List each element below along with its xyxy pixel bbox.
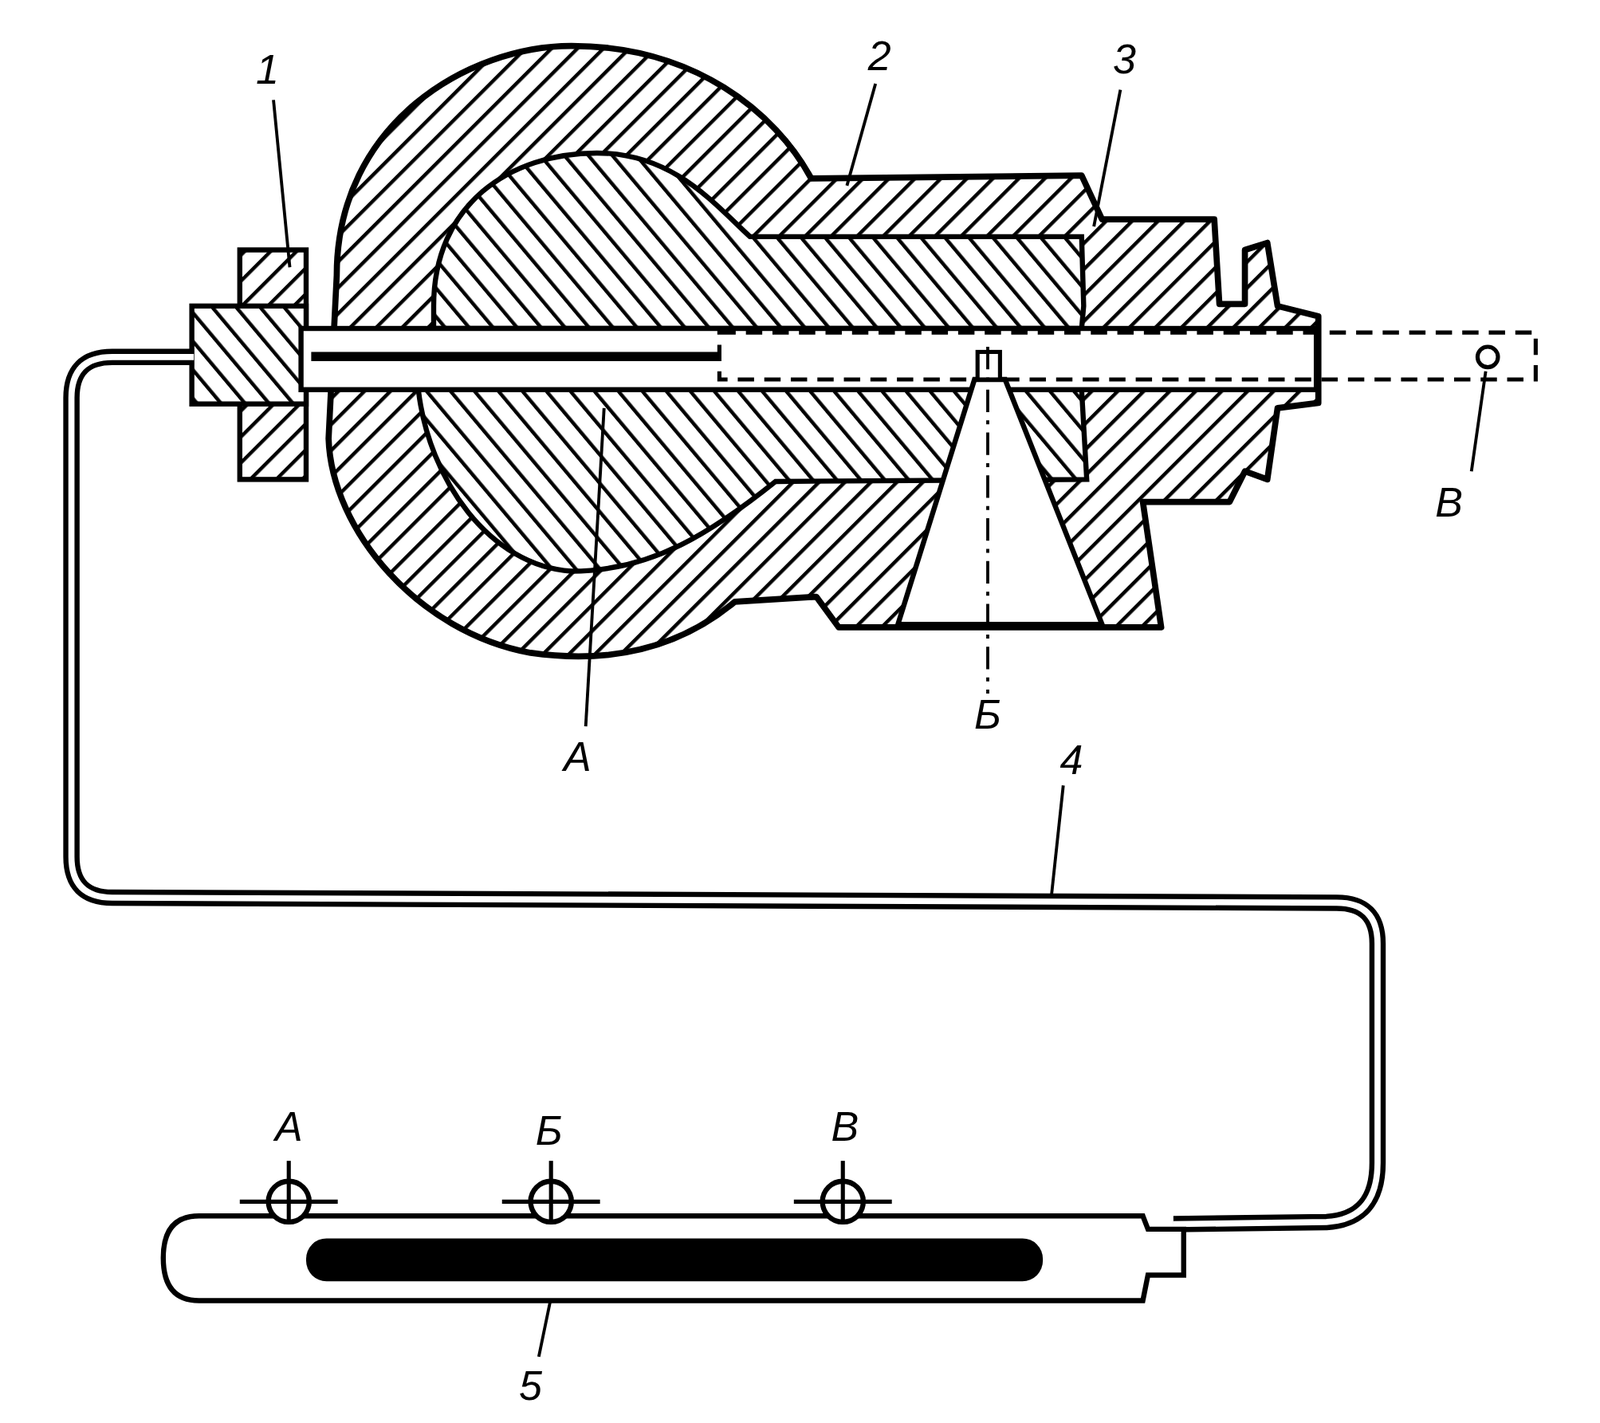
point-label: В xyxy=(830,1105,859,1148)
callout-number: 5 xyxy=(518,1364,543,1407)
shaft xyxy=(310,351,720,362)
point-label: А xyxy=(275,1105,303,1148)
callout-number: 4 xyxy=(1060,739,1084,781)
callout-number: 3 xyxy=(1112,38,1137,80)
leader-line xyxy=(273,99,290,268)
point-label: Б xyxy=(535,1109,563,1152)
leader-line xyxy=(846,83,876,186)
leader-line xyxy=(585,408,605,727)
cone xyxy=(897,379,1102,625)
point-marker xyxy=(502,1160,601,1224)
leader-line xyxy=(1050,785,1063,900)
point-label: В xyxy=(1434,481,1463,523)
callout-number: 1 xyxy=(255,48,280,91)
fitting xyxy=(192,306,307,405)
insert xyxy=(433,153,1084,329)
probe-body xyxy=(163,1215,1184,1301)
leader-line xyxy=(1093,90,1121,227)
point-label: А xyxy=(563,735,592,778)
point-mark xyxy=(1477,346,1498,368)
point-marker xyxy=(794,1160,893,1224)
capillary-tube xyxy=(71,357,1378,1225)
leader-line xyxy=(1471,371,1486,472)
capillary-tube xyxy=(71,357,1378,1225)
probe-filling xyxy=(306,1238,1043,1282)
point-label: Б xyxy=(974,693,1002,736)
callout-number: 2 xyxy=(868,35,892,77)
point-marker xyxy=(239,1160,339,1224)
shaft-hidden xyxy=(719,332,1536,380)
leader-line xyxy=(538,1297,551,1357)
axis-line xyxy=(986,346,990,694)
